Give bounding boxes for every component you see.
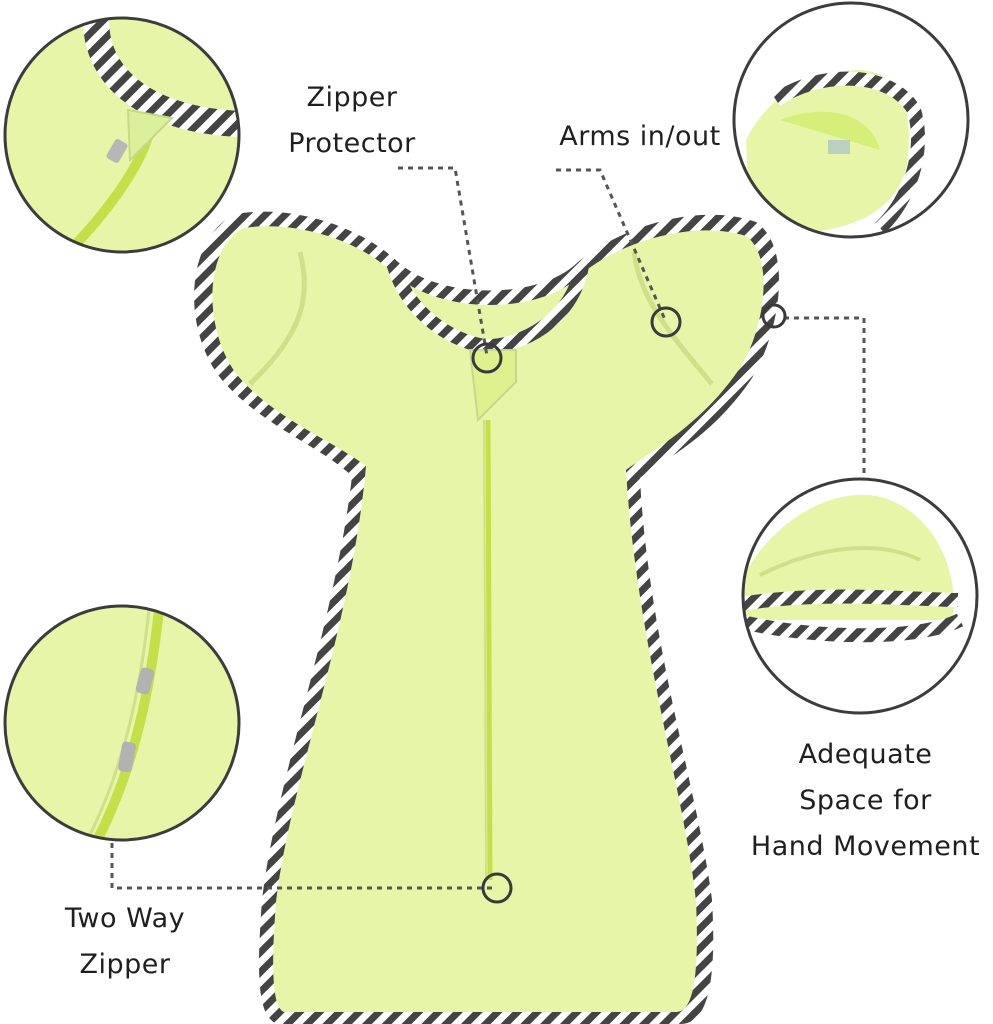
label-line: Hand Movement <box>750 831 981 862</box>
leader-zipper-protector <box>398 166 489 357</box>
neckline-trim <box>387 263 589 354</box>
right-arm-fold <box>631 251 714 386</box>
marker-two-way-zipper <box>481 872 513 904</box>
label-arms-in-out: Arms in/out <box>545 114 735 160</box>
leader-lines <box>110 166 866 890</box>
label-line: Zipper <box>306 82 398 113</box>
marker-zipper-protector <box>471 342 503 374</box>
label-zipper-protector: Zipper Protector <box>262 75 442 167</box>
marker-rings <box>471 303 787 904</box>
label-hand-space: Adequate Space for Hand Movement <box>743 732 988 870</box>
marker-hand-space <box>761 303 787 329</box>
left-arm-fold <box>248 251 307 386</box>
label-line: Zipper <box>79 949 171 980</box>
marker-arms <box>650 306 682 338</box>
label-line: Adequate <box>798 739 933 770</box>
detail-two-way-zipper <box>3 604 241 842</box>
swaddle-garment <box>194 211 780 1024</box>
label-line: Two Way <box>64 903 186 934</box>
leader-arms <box>556 168 668 323</box>
leader-hand-space <box>784 316 866 480</box>
leader-two-way-zipper <box>110 843 497 890</box>
detail-arms-in-out <box>732 1 970 239</box>
label-line: Space for <box>799 785 932 816</box>
zipper-edge <box>483 419 487 881</box>
label-line: Protector <box>288 128 416 159</box>
detail-zipper-protector <box>3 16 241 254</box>
label-line: Arms in/out <box>559 121 721 152</box>
detail-hand-space <box>741 477 979 715</box>
label-two-way-zipper: Two Way Zipper <box>40 896 210 988</box>
zipper-line <box>485 419 493 881</box>
zipper-protector-flap <box>468 349 517 423</box>
